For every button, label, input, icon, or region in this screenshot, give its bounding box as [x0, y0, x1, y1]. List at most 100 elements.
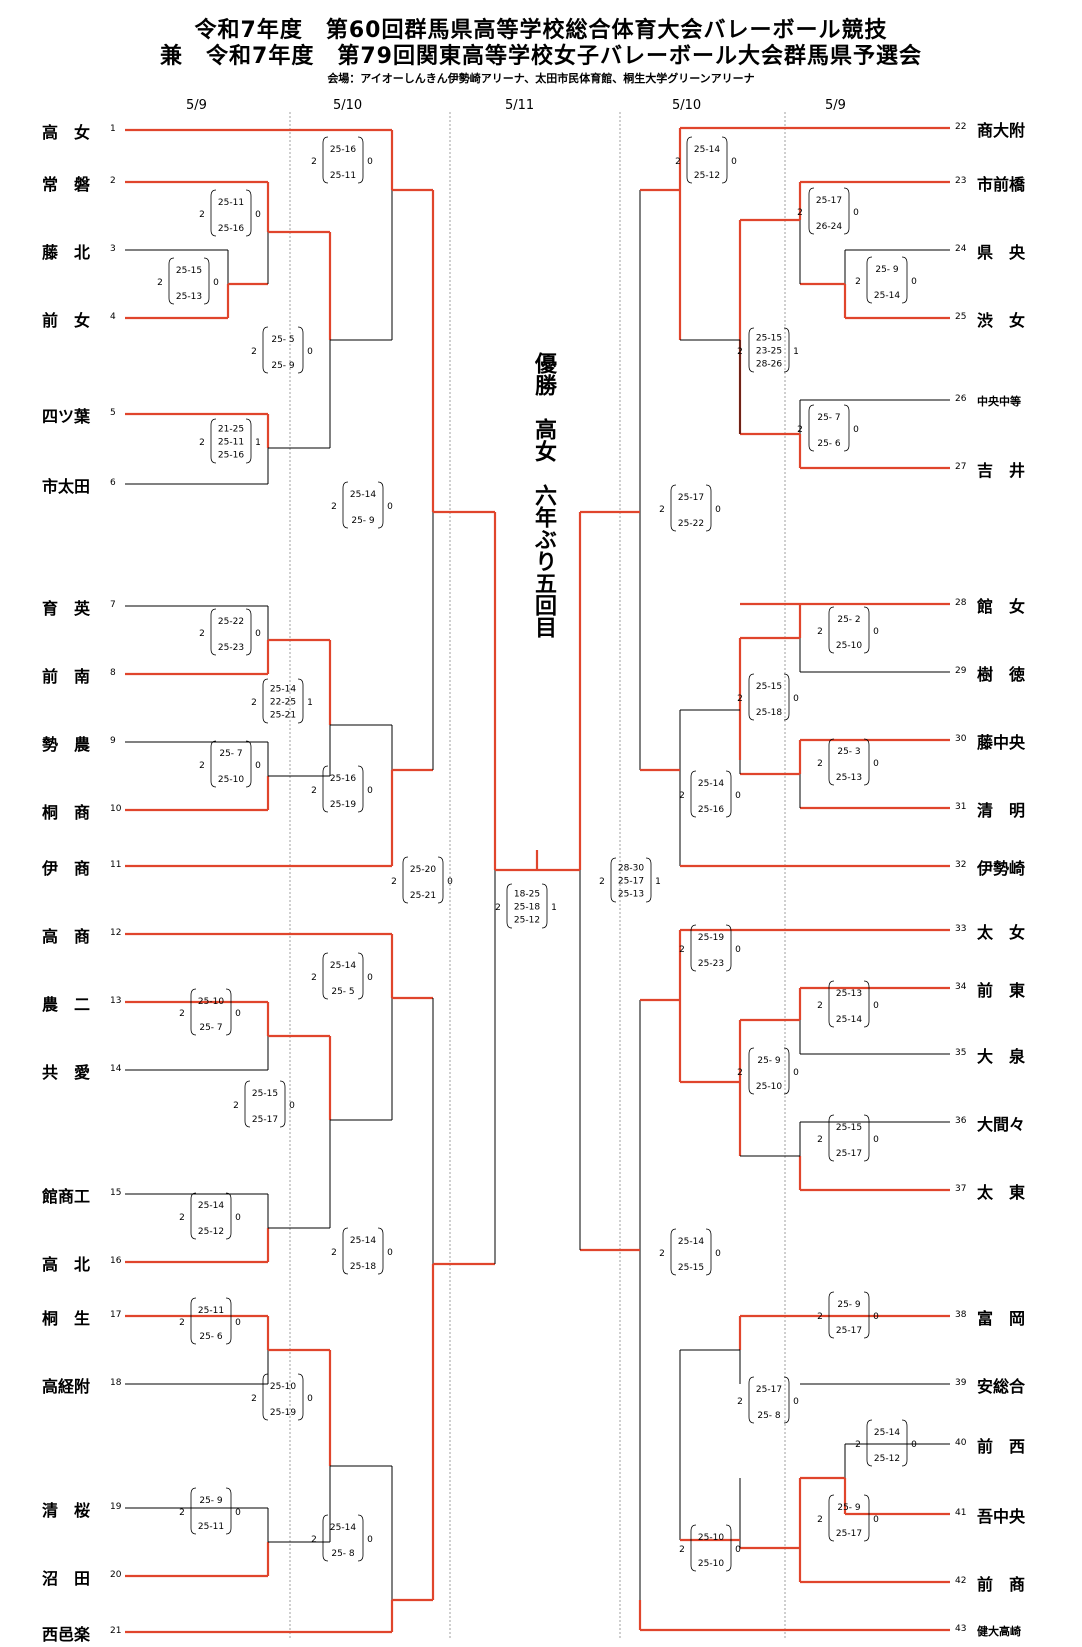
team-name: 富 岡	[977, 1309, 1026, 1328]
team-name: 渋 女	[977, 311, 1026, 330]
score-text: 2	[737, 1397, 743, 1407]
team-number: 26	[955, 394, 967, 404]
score-brace	[748, 327, 790, 373]
score-text: 2	[199, 438, 205, 448]
score-brace	[828, 606, 870, 654]
score-text: 25-17	[678, 493, 704, 503]
score-text: 25-19	[698, 933, 724, 943]
score-text: 25-17	[816, 196, 842, 206]
score-text: 0	[289, 1101, 295, 1111]
score-text: 25-14	[698, 779, 724, 789]
score-text: 2	[233, 1101, 239, 1111]
team-name: 大 泉	[977, 1047, 1026, 1066]
score-text: 25-16	[330, 145, 356, 155]
score-brace	[686, 136, 728, 184]
score-text: 2	[311, 973, 317, 983]
team-number: 5	[110, 408, 116, 418]
score-brace	[322, 136, 364, 184]
score-text: 25-10	[270, 1382, 296, 1392]
team-name: 県 央	[977, 243, 1026, 262]
team-name: 安総合	[977, 1377, 1026, 1396]
score-text: 22-25	[270, 698, 296, 708]
score-text: 25-14	[874, 1428, 900, 1438]
team-name: 商大附	[977, 121, 1026, 140]
score-text: 25-18	[756, 708, 782, 718]
score-brace	[670, 484, 712, 532]
date-label: 5/9	[825, 98, 846, 113]
score-brace	[190, 1297, 232, 1345]
score-text: 2	[679, 791, 685, 801]
score-text: 0	[853, 425, 859, 435]
team-number: 14	[110, 1064, 122, 1074]
title-line-1: 令和7年度 第60回群馬県高等学校総合体育大会バレーボール競技	[194, 18, 888, 43]
team-number: 29	[955, 666, 967, 676]
team-name: 藤中央	[977, 733, 1026, 752]
score-text: 25-23	[698, 959, 724, 969]
score-text: 25-22	[218, 617, 244, 627]
team-number: 42	[955, 1576, 967, 1586]
team-name: 健大高崎	[977, 1625, 1021, 1638]
score-text: 0	[255, 210, 261, 220]
score-text: 25-12	[874, 1454, 900, 1464]
score-brace	[808, 187, 850, 235]
score-brace	[828, 738, 870, 786]
score-text: 25- 9	[837, 1300, 861, 1310]
score-brace	[322, 952, 364, 1000]
score-text: 2	[199, 761, 205, 771]
score-brace	[828, 1494, 870, 1542]
team-number: 23	[955, 176, 967, 186]
score-text: 0	[255, 629, 261, 639]
team-name: 前 商	[977, 1575, 1026, 1594]
score-text: 25- 5	[331, 987, 354, 997]
score-text: 25- 3	[837, 747, 860, 757]
score-text: 25-10	[698, 1533, 724, 1543]
score-text: 25-13	[176, 292, 202, 302]
score-text: 28-30	[618, 864, 644, 874]
score-text: 25- 5	[271, 335, 294, 345]
score-text: 25-18	[514, 903, 540, 913]
score-text: 2	[675, 157, 681, 167]
team-name: 吾中央	[977, 1507, 1026, 1526]
score-text: 0	[731, 157, 737, 167]
team-name: 常 磐	[42, 175, 91, 194]
score-text: 25-17	[252, 1115, 278, 1125]
score-text: 25-14	[678, 1237, 704, 1247]
team-number: 43	[955, 1624, 967, 1634]
score-text: 0	[255, 761, 261, 771]
team-name: 桐 商	[42, 803, 91, 822]
score-brace	[262, 326, 304, 374]
score-text: 2	[251, 347, 257, 357]
score-text: 25-17	[836, 1529, 862, 1539]
score-text: 25-22	[678, 519, 704, 529]
score-text: 0	[735, 945, 741, 955]
score-text: 25-17	[618, 877, 644, 887]
score-brace	[690, 924, 732, 972]
score-text: 0	[447, 877, 453, 887]
score-text: 0	[235, 1318, 241, 1328]
team-number: 24	[955, 244, 967, 254]
score-text: 25-13	[836, 773, 862, 783]
team-number: 2	[110, 176, 116, 186]
team-name: 育 英	[42, 599, 91, 618]
date-label: 5/11	[505, 98, 535, 113]
score-text: 2	[817, 1001, 823, 1011]
score-brace	[210, 608, 252, 656]
score-text: 0	[387, 1248, 393, 1258]
score-brace	[342, 481, 384, 529]
score-text: 0	[911, 1440, 917, 1450]
score-text: 25- 6	[199, 1332, 223, 1342]
venue: 会場：アイオーしんきん伊勢崎アリーナ、太田市民体育館、桐生大学グリーンアリーナ	[327, 72, 755, 85]
